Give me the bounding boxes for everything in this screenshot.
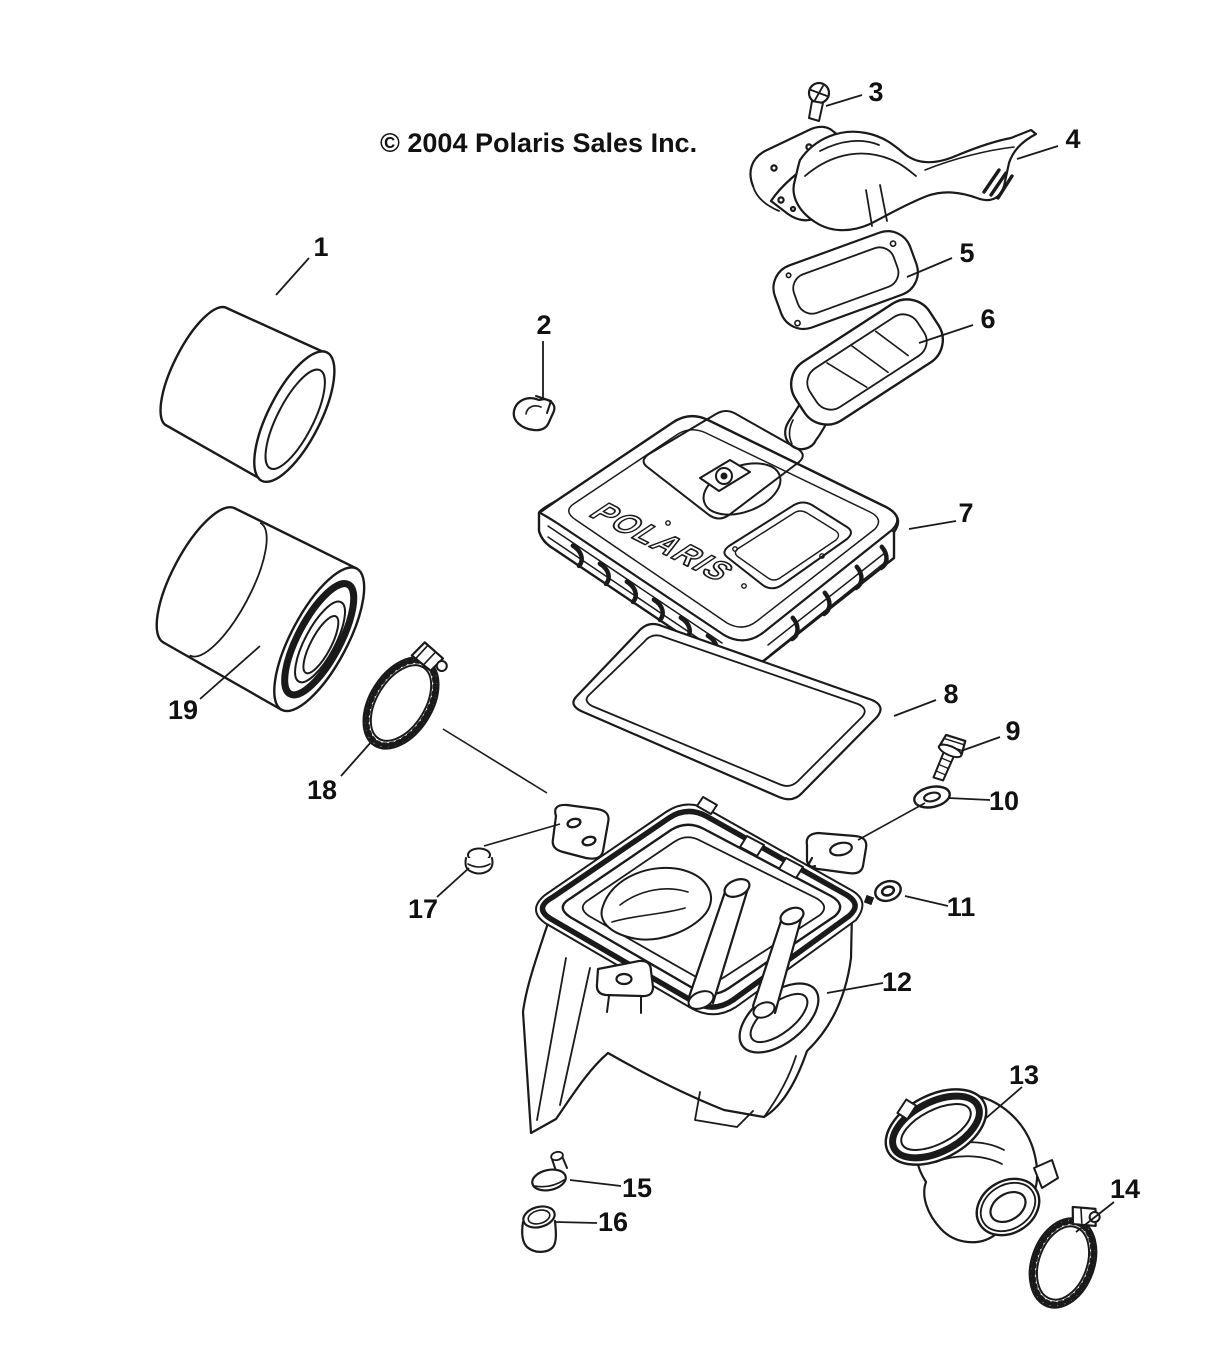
part-label-10: 10 xyxy=(989,786,1019,816)
part-4-drawing xyxy=(749,125,1038,232)
leader-line-1 xyxy=(275,257,310,296)
alignment-line-1 xyxy=(442,728,548,794)
part-label-19: 19 xyxy=(168,695,198,725)
leader-line-6 xyxy=(918,324,974,344)
part-16-drawing xyxy=(521,1205,557,1253)
leader-line-4 xyxy=(1016,145,1059,160)
leader-line-7 xyxy=(908,520,957,530)
part-10-drawing xyxy=(913,785,951,809)
leader-line-9 xyxy=(960,736,1001,752)
alignment-line-3 xyxy=(857,802,926,841)
part-11-drawing xyxy=(874,879,902,903)
leader-line-10 xyxy=(947,797,991,801)
leader-line-3 xyxy=(825,94,863,107)
part-label-18: 18 xyxy=(307,775,337,805)
leader-line-18 xyxy=(340,740,373,777)
part-6-drawing xyxy=(784,298,945,451)
part-5-drawing xyxy=(772,230,919,331)
copyright-text: © 2004 Polaris Sales Inc. xyxy=(380,128,697,158)
part-label-5: 5 xyxy=(959,238,974,268)
part-15-drawing xyxy=(531,1150,568,1192)
leader-line-8 xyxy=(893,699,937,717)
part-label-12: 12 xyxy=(882,967,912,997)
part-12-drawing xyxy=(521,796,868,1135)
leader-line-5 xyxy=(906,257,953,278)
part-label-11: 11 xyxy=(947,892,976,922)
part-label-17: 17 xyxy=(408,894,438,924)
leader-line-14 xyxy=(1075,1201,1115,1233)
leader-line-11 xyxy=(904,895,949,907)
marker-dot-1 xyxy=(863,894,875,906)
part-7-drawing: POLARIS xyxy=(537,410,900,669)
leader-line-15 xyxy=(569,1179,622,1187)
part-9-drawing xyxy=(932,733,967,782)
part-17-drawing xyxy=(464,847,494,875)
part-label-13: 13 xyxy=(1009,1060,1039,1090)
part-1-drawing xyxy=(159,305,336,484)
part-3-drawing xyxy=(807,81,831,122)
leader-line-16 xyxy=(555,1221,598,1224)
part-label-3: 3 xyxy=(868,77,883,107)
leader-line-19 xyxy=(199,645,261,700)
part-label-16: 16 xyxy=(598,1207,628,1237)
leader-line-17 xyxy=(436,867,470,898)
part-13-drawing xyxy=(884,1088,1059,1244)
leader-line-13 xyxy=(984,1086,1023,1120)
part-2-drawing xyxy=(512,395,556,432)
part-14-drawing xyxy=(1028,1205,1101,1309)
part-18-drawing xyxy=(362,641,448,750)
leader-line-12 xyxy=(826,982,884,994)
part-label-15: 15 xyxy=(622,1173,652,1203)
part-label-8: 8 xyxy=(943,679,958,709)
part-19-drawing xyxy=(155,505,366,713)
part-label-6: 6 xyxy=(980,304,995,334)
part-label-1: 1 xyxy=(313,232,328,262)
part-label-7: 7 xyxy=(958,498,973,528)
part-label-14: 14 xyxy=(1110,1174,1140,1204)
alignment-line-2 xyxy=(483,823,561,847)
part-8-drawing xyxy=(572,622,882,801)
part-label-9: 9 xyxy=(1005,716,1020,746)
part-label-4: 4 xyxy=(1065,124,1080,154)
part-label-2: 2 xyxy=(536,310,551,340)
